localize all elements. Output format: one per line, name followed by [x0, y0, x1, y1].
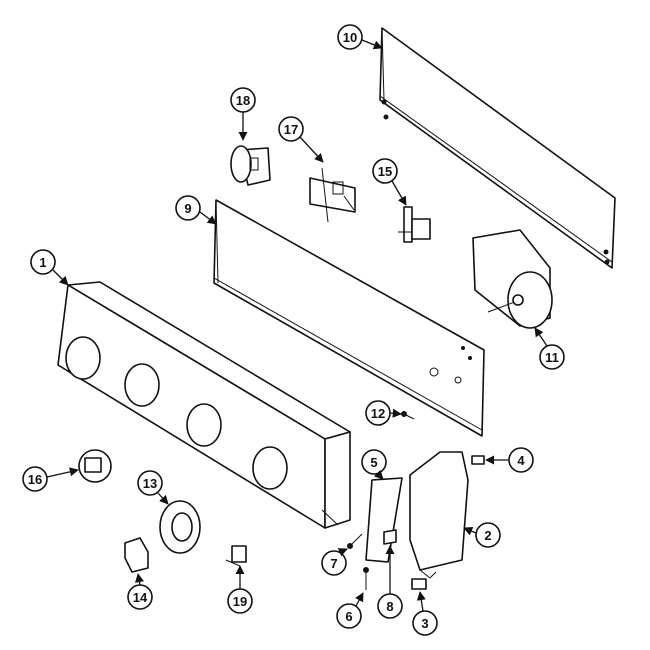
callout-1: 1 [30, 249, 69, 286]
callout-5-label: 5 [370, 455, 377, 470]
callout-18-label: 18 [236, 93, 250, 108]
part-13-knob [159, 500, 201, 554]
part-2-end-cap [409, 451, 469, 579]
callout-8-label: 8 [386, 599, 393, 614]
callout-7-label: 7 [330, 556, 337, 571]
part-9-back-channel [213, 199, 485, 437]
callout-17: 17 [278, 116, 324, 163]
callout-11-label: 11 [545, 350, 559, 365]
callout-14: 14 [127, 573, 153, 610]
part-14-knob [124, 537, 149, 573]
part-6-screw [363, 567, 369, 590]
callout-4-label: 4 [517, 453, 525, 468]
callout-15: 15 [372, 158, 407, 206]
callout-10-label: 10 [343, 30, 357, 45]
callout-16: 16 [22, 466, 79, 492]
callout-10: 10 [337, 24, 383, 50]
callout-9: 9 [175, 195, 217, 225]
part-8-label [383, 529, 397, 545]
callout-7: 7 [321, 548, 348, 576]
part-11-timer [472, 229, 553, 329]
part-18-bracket [230, 145, 271, 186]
part-5-trim-strip [365, 477, 403, 563]
callout-15-label: 15 [378, 164, 392, 179]
part-4-clip [471, 455, 485, 465]
callout-8: 8 [377, 545, 403, 619]
part-17-switch [309, 167, 356, 223]
callout-12-label: 12 [371, 406, 385, 421]
part-1-control-console [57, 281, 351, 529]
callout-19: 19 [227, 565, 253, 614]
callout-17-label: 17 [284, 122, 298, 137]
callout-13-label: 13 [143, 476, 157, 491]
callout-11: 11 [534, 327, 565, 370]
part-3-clip [411, 578, 427, 590]
part-10-rear-panel [379, 27, 616, 269]
callout-12: 12 [365, 400, 402, 426]
part-7-screw [347, 533, 363, 549]
callout-19-label: 19 [233, 594, 247, 609]
callout-3-label: 3 [421, 616, 428, 631]
callout-2: 2 [463, 522, 501, 548]
part-12-screw [401, 411, 415, 420]
callout-5: 5 [361, 449, 387, 480]
callout-16-label: 16 [28, 472, 42, 487]
part-15-switch [398, 206, 431, 243]
callout-6-label: 6 [345, 609, 352, 624]
callout-6: 6 [336, 592, 364, 629]
callout-13: 13 [137, 470, 169, 505]
callout-4: 4 [485, 447, 534, 473]
callout-18: 18 [230, 87, 256, 141]
callout-14-label: 14 [133, 590, 148, 605]
callout-9-label: 9 [184, 201, 191, 216]
part-19-clip [225, 545, 247, 567]
part-16-knob [78, 449, 112, 483]
callout-1-label: 1 [39, 255, 46, 270]
callout-3: 3 [412, 591, 438, 636]
callout-2-label: 2 [484, 528, 491, 543]
